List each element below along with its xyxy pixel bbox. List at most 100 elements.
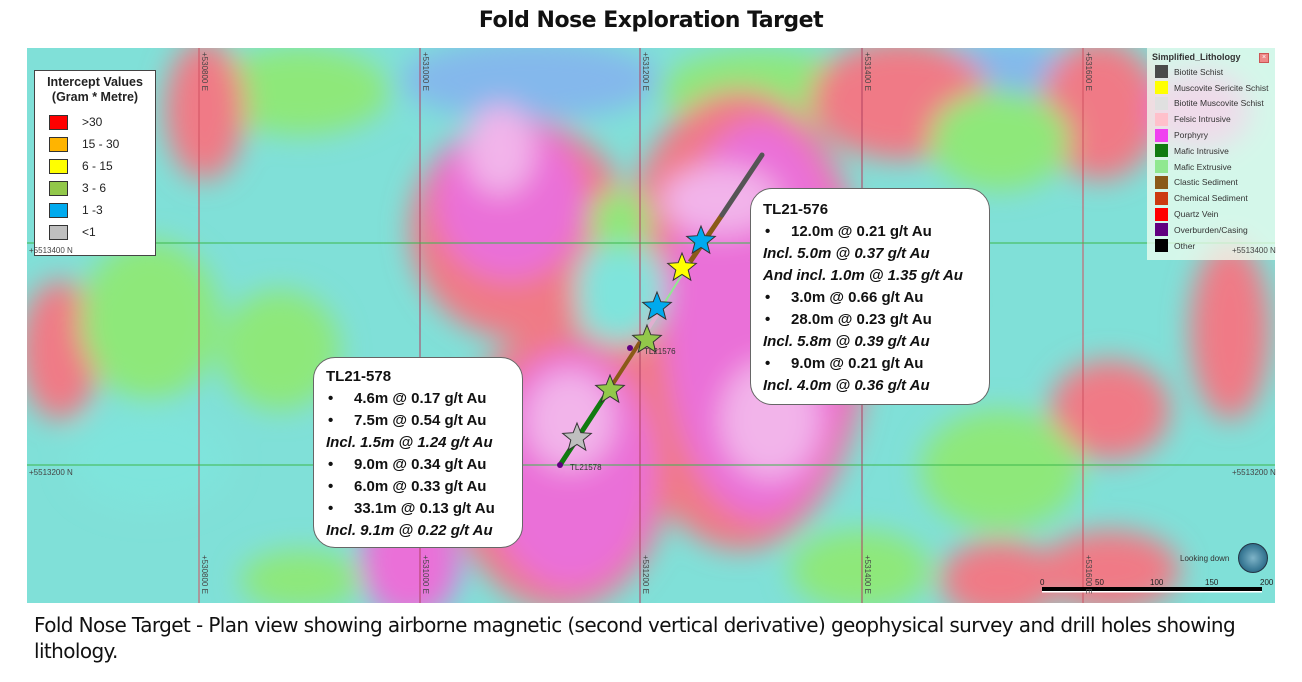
legend-item: Mafic Intrusive: [1155, 143, 1275, 159]
legend-item: Quartz Vein: [1155, 206, 1275, 222]
collar-tl21576[interactable]: [627, 345, 633, 351]
legend-label: Chemical Sediment: [1174, 193, 1248, 204]
intercept-star-marker[interactable]: [594, 373, 626, 404]
legend-item: Biotite Muscovite Schist: [1155, 96, 1275, 112]
magnetic-anomaly: [210, 48, 390, 135]
legend-item: Muscovite Sericite Schist: [1155, 80, 1275, 96]
intercept-line: 7.5m @ 0.54 g/t Au: [326, 410, 510, 432]
intercept-star-marker[interactable]: [631, 323, 663, 354]
legend-item: Other: [1155, 238, 1275, 254]
close-icon[interactable]: ×: [1259, 53, 1269, 63]
intercept-line: Incl. 9.1m @ 0.22 g/t Au: [326, 522, 493, 539]
color-swatch: [1155, 81, 1168, 95]
magnetic-anomaly: [575, 235, 665, 345]
color-swatch: [1155, 144, 1168, 158]
intercept-line: 28.0m @ 0.23 g/t Au: [763, 309, 977, 331]
legend-item: 15 - 30: [49, 133, 155, 155]
intercept-line: Incl. 1.5m @ 1.24 g/t Au: [326, 434, 493, 451]
color-swatch: [1155, 207, 1168, 221]
color-swatch: [1155, 175, 1168, 189]
legend-item: Chemical Sediment: [1155, 190, 1275, 206]
legend-label: Biotite Muscovite Schist: [1174, 98, 1264, 109]
intercept-star-marker[interactable]: [561, 421, 593, 452]
legend-label: 15 - 30: [82, 137, 120, 151]
intercept-line: 4.6m @ 0.17 g/t Au: [326, 388, 510, 410]
color-swatch: [49, 136, 68, 152]
intercept-line: 9.0m @ 0.21 g/t Au: [763, 353, 977, 375]
view-direction-label: Looking down: [1180, 554, 1230, 563]
legend-item: 6 - 15: [49, 155, 155, 177]
magnetic-anomaly: [220, 290, 340, 410]
magnetic-anomaly: [920, 410, 1080, 530]
scale-tick-label: 0: [1040, 578, 1045, 587]
tl21-578-results-box: TL21-578 4.6m @ 0.17 g/t Au7.5m @ 0.54 g…: [313, 357, 523, 548]
scale-tick-label: 200: [1260, 578, 1274, 587]
intercept-star-marker[interactable]: [685, 224, 717, 255]
legend-title: Intercept Values(Gram * Metre): [47, 75, 143, 104]
magnetic-survey-map[interactable]: TL21576 TL21578: [27, 48, 1275, 603]
legend-label: Mafic Intrusive: [1174, 145, 1229, 156]
color-swatch: [1155, 65, 1168, 79]
magnetic-anomaly: [1190, 240, 1270, 420]
color-swatch: [1155, 128, 1168, 142]
legend-item: 1 -3: [49, 199, 155, 221]
color-swatch: [49, 158, 68, 174]
intercept-line: 3.0m @ 0.66 g/t Au: [763, 287, 977, 309]
box-heading: TL21-578: [326, 368, 392, 385]
intercept-line: 9.0m @ 0.34 g/t Au: [326, 454, 510, 476]
color-swatch: [1155, 239, 1168, 253]
color-swatch: [1155, 191, 1168, 205]
intercept-line: Incl. 5.0m @ 0.37 g/t Au: [763, 245, 930, 262]
scale-tick-label: 100: [1150, 578, 1164, 587]
magnetic-anomaly: [930, 90, 1070, 190]
legend-label: Overburden/Casing: [1174, 224, 1248, 235]
compass-icon[interactable]: [1238, 543, 1268, 573]
legend-item: 3 - 6: [49, 177, 155, 199]
legend-label: Mafic Extrusive: [1174, 161, 1232, 172]
color-swatch: [49, 180, 68, 196]
drill-hole-label-tl21576: TL21576: [644, 347, 676, 356]
drill-trace-mafic-intrusive: [557, 391, 610, 467]
magnetic-anomaly: [80, 240, 220, 400]
magnetic-anomaly: [1050, 360, 1170, 460]
legend-item: Biotite Schist: [1155, 64, 1275, 80]
legend-label: Biotite Schist: [1174, 66, 1224, 77]
intercept-star-marker[interactable]: [641, 290, 673, 321]
magnetic-anomaly: [1040, 48, 1160, 180]
magnetic-anomaly: [70, 410, 230, 510]
magnetic-anomaly: [790, 530, 930, 603]
color-swatch: [1155, 112, 1168, 126]
color-swatch: [49, 202, 68, 218]
figure-caption: Fold Nose Target - Plan view showing air…: [34, 613, 1236, 663]
map-canvas: [27, 48, 1275, 603]
magnetic-anomaly: [940, 540, 1060, 603]
color-swatch: [49, 224, 68, 240]
legend-label: Quartz Vein: [1174, 209, 1219, 220]
legend-label: 3 - 6: [82, 181, 107, 195]
legend-label: Other: [1174, 240, 1196, 251]
magnetic-anomaly: [1040, 530, 1180, 603]
magnetic-anomaly: [590, 190, 650, 250]
drill-hole-label-tl21578: TL21578: [570, 463, 602, 472]
legend-label: 1 -3: [82, 203, 103, 217]
intercept-line: And incl. 1.0m @ 1.35 g/t Au: [763, 267, 963, 284]
magnetic-anomaly: [165, 48, 245, 180]
intercept-star-marker[interactable]: [666, 251, 698, 282]
color-swatch: [1155, 160, 1168, 174]
color-swatch: [1155, 96, 1168, 110]
legend-label: 6 - 15: [82, 159, 113, 173]
scale-tick-label: 50: [1095, 578, 1104, 587]
legend-label: Felsic Intrusive: [1174, 114, 1231, 125]
collar-tl21578[interactable]: [557, 462, 563, 468]
color-swatch: [1155, 223, 1168, 237]
intercept-line: Incl. 4.0m @ 0.36 g/t Au: [763, 377, 930, 394]
legend-item: Felsic Intrusive: [1155, 111, 1275, 127]
legend-item: Clastic Sediment: [1155, 175, 1275, 191]
color-swatch: [49, 114, 68, 130]
legend-item: Mafic Extrusive: [1155, 159, 1275, 175]
magnetic-anomaly: [525, 370, 615, 470]
